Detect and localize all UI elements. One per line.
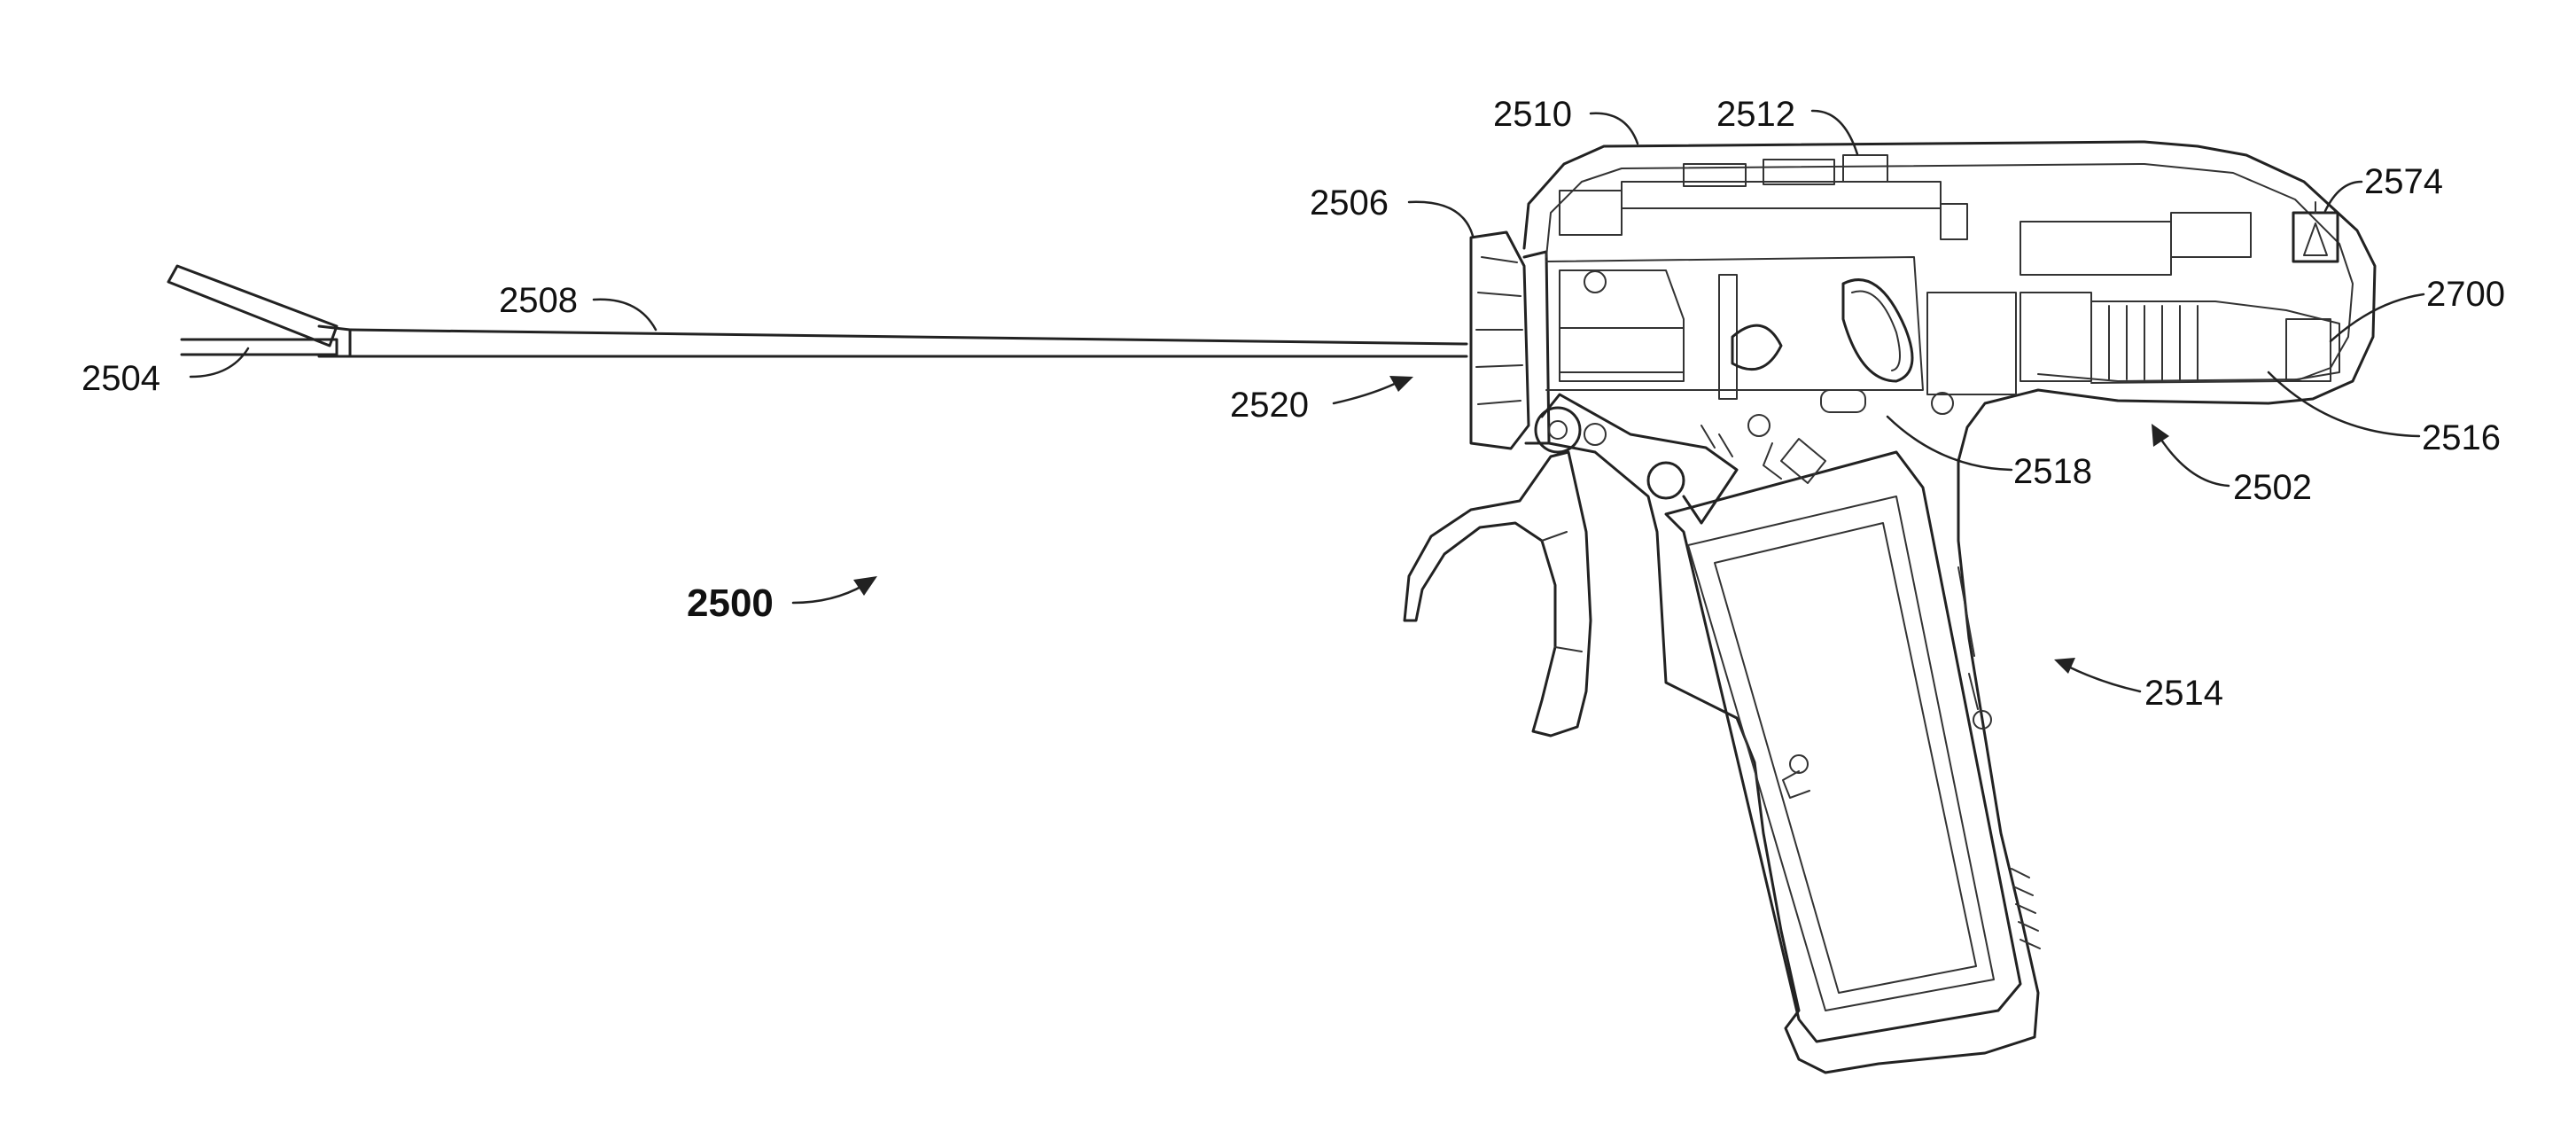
arrowhead-2500 (853, 576, 877, 596)
label-2520: 2520 (1230, 386, 1309, 425)
leader-2514 (2065, 665, 2140, 691)
arrowhead-2514 (2054, 658, 2075, 674)
shaft (350, 330, 1467, 356)
element-2574-box (2293, 202, 2338, 261)
leader-2520 (1334, 381, 1400, 403)
leader-2504 (191, 348, 248, 377)
label-2516: 2516 (2422, 418, 2501, 457)
leader-2502 (2158, 434, 2229, 486)
rotation-knob (1471, 232, 1549, 449)
leader-2510 (1591, 113, 1638, 144)
end-effector (168, 266, 350, 356)
label-2504: 2504 (82, 359, 160, 398)
label-2502: 2502 (2233, 468, 2312, 507)
trigger (1405, 452, 1591, 736)
leader-2512 (1812, 111, 1857, 154)
arrowhead-2502 (2152, 424, 2169, 447)
label-2500: 2500 (687, 582, 774, 625)
leader-2500 (793, 585, 864, 603)
leader-2518 (1887, 417, 2012, 470)
label-2512: 2512 (1716, 95, 1795, 134)
leader-2506 (1409, 202, 1473, 236)
label-2700: 2700 (2426, 275, 2505, 314)
leader-2508 (594, 300, 656, 330)
label-2510: 2510 (1493, 95, 1572, 134)
label-2514: 2514 (2144, 674, 2223, 713)
reference-labels: 2504 2508 2506 2510 2512 2574 2700 2516 … (82, 95, 2505, 713)
label-2518: 2518 (2013, 452, 2092, 491)
handle-housing (1524, 142, 2375, 1073)
label-2506: 2506 (1310, 183, 1389, 222)
internal-mechanism (1536, 155, 2339, 523)
leader-2700 (2331, 294, 2424, 341)
label-2508: 2508 (499, 281, 578, 320)
label-2574: 2574 (2364, 162, 2443, 201)
